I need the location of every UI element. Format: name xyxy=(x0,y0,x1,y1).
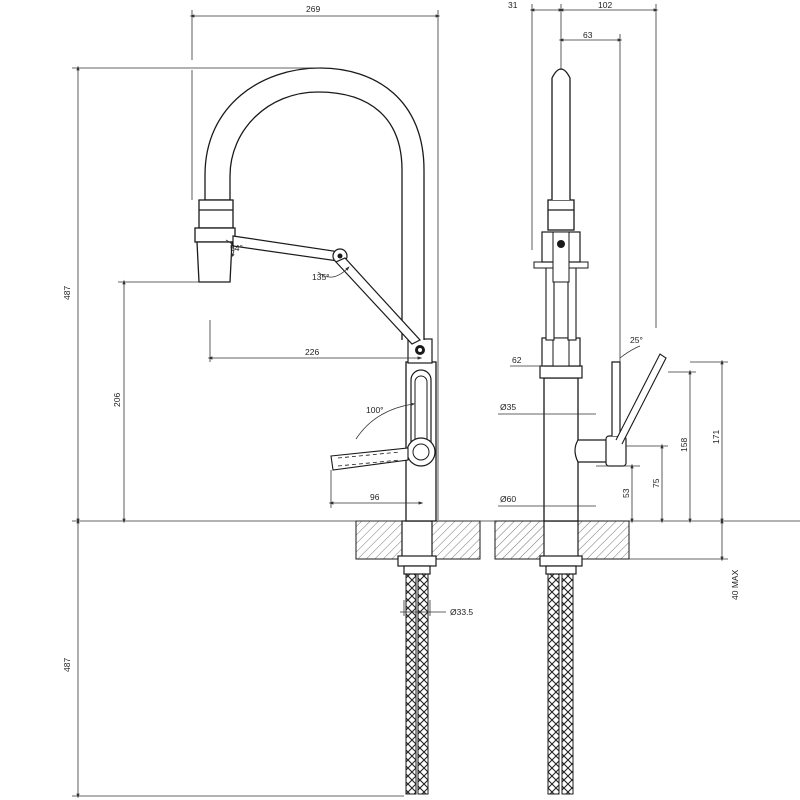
dim-158: 158 xyxy=(679,438,689,452)
spring-support-arm xyxy=(232,235,347,263)
dim-25deg: 25° xyxy=(630,335,643,345)
mount-shank-left xyxy=(401,520,433,560)
braided-hose-left-a xyxy=(405,573,417,795)
lever-side xyxy=(574,439,611,463)
dim-226: 226 xyxy=(305,347,319,357)
dim-269: 269 xyxy=(306,4,320,14)
dim-487-upper: 487 xyxy=(62,286,72,300)
dim-75: 75 xyxy=(651,478,661,488)
side-view: 269 487 487 206 226 96 54° 135° 100° Ø33… xyxy=(62,4,800,799)
dim-135deg: 135° xyxy=(312,272,330,282)
dim-54deg: 54° xyxy=(230,243,243,253)
dim-diam-33-5: Ø33.5 xyxy=(450,607,473,617)
dim-102: 102 xyxy=(598,0,612,10)
lever-handle xyxy=(330,447,409,471)
dim-171: 171 xyxy=(711,430,721,444)
gooseneck-spout xyxy=(204,67,425,340)
dim-diam-60: Ø60 xyxy=(500,494,516,504)
dim-206: 206 xyxy=(112,393,122,407)
braided-hose-right-a xyxy=(547,573,560,795)
dim-63: 63 xyxy=(583,30,593,40)
dim-100deg: 100° xyxy=(366,405,384,415)
dim-487-lower: 487 xyxy=(62,658,72,672)
front-view: 31 102 63 62 Ø35 25° Ø60 53 75 158 171 4… xyxy=(494,0,740,795)
spout-front xyxy=(551,68,571,200)
braided-hose-left-b xyxy=(417,573,429,795)
dim-96: 96 xyxy=(370,492,380,502)
dim-53: 53 xyxy=(621,488,631,498)
faucet-body-right xyxy=(543,377,579,522)
dim-62: 62 xyxy=(512,355,522,365)
dim-40-max: 40 MAX xyxy=(730,569,740,600)
spray-head-nut xyxy=(198,199,234,229)
dim-diam-35: Ø35 xyxy=(500,402,516,412)
braided-hose-right-b xyxy=(561,573,574,795)
dim-31: 31 xyxy=(508,0,518,10)
